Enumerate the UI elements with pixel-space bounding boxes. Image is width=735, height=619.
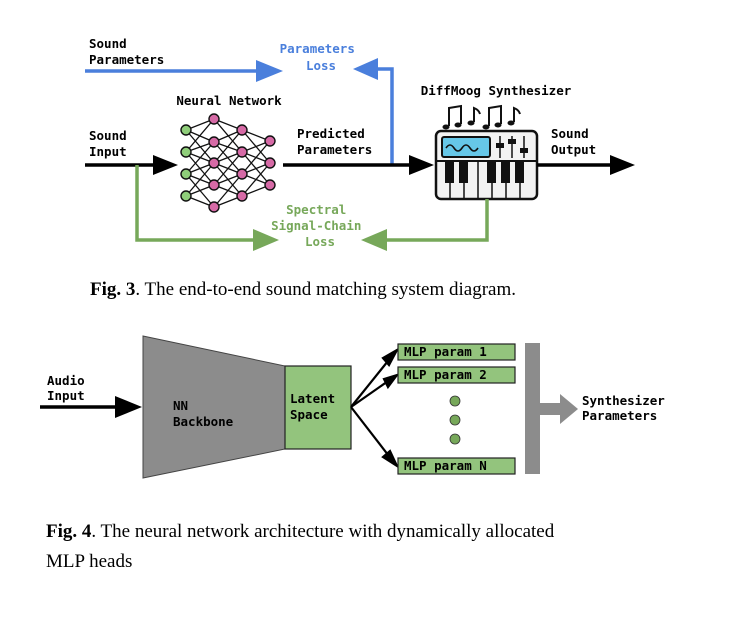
audio-input-label: Audio Input [47,373,92,403]
neural-network-icon [180,113,276,213]
predicted-parameters-label: Predicted Parameters [297,126,372,157]
spectral-loss-arrow-left [135,165,279,251]
fig3-diagram: Sound Parameters Parameters Loss Neural … [85,36,635,251]
fig3-caption: Fig. 3. The end-to-end sound matching sy… [90,279,516,300]
nn-node [208,136,220,148]
diffmoog-label: DiffMoog Synthesizer [421,83,572,98]
spectral-loss-label: Spectral Signal-Chain Loss [271,202,369,249]
nn-node [208,113,220,125]
sound-output-arrow [537,155,635,175]
nn-node [208,179,220,191]
mlp-head-2: MLP param 2 [397,366,516,384]
audio-input-arrow [40,396,142,418]
nn-node [236,124,248,136]
synthesizer-icon [434,129,539,201]
predicted-parameters-arrow [283,155,434,175]
nn-node [180,146,192,158]
nn-node [236,190,248,202]
neural-network-label: Neural Network [176,93,282,108]
nn-node [180,190,192,202]
predicted-to-loss-arrow [353,58,394,165]
keyboard-black-keys [445,161,524,183]
mlp-head-n: MLP param N [397,457,516,475]
latent-space-block [284,365,352,450]
fig4-diagram: Audio Input NN Backbone Latent Space [40,335,672,479]
nn-node [264,179,276,191]
latent-space-label: Latent Space [290,391,343,422]
fig4-caption-line-2: MLP heads [46,551,132,572]
sound-parameters-arrow [85,60,283,82]
nn-node [208,157,220,169]
synthesizer-parameters-label: Synthesizer Parameters [582,393,672,423]
branch-arrows [350,347,400,469]
sound-input-label: Sound Input [89,128,134,159]
sound-parameters-label: Sound Parameters [89,36,164,67]
mlp-head-label: MLP param N [404,458,487,473]
nn-node [236,146,248,158]
mlp-head-1: MLP param 1 [397,343,516,361]
concat-bar [525,343,540,474]
nn-backbone-label: NN Backbone [173,398,234,429]
fig4-caption-line-1: Fig. 4. The neural network architecture … [46,521,555,542]
nn-backbone-block [142,335,286,479]
parameters-loss-label: Parameters Loss [280,41,363,73]
synth-params-arrow [540,394,578,424]
sound-input-arrow [85,155,178,175]
nn-node [180,168,192,180]
nn-node [264,157,276,169]
nn-edges [185,118,271,208]
ellipsis-dot [449,414,461,426]
nn-node [264,135,276,147]
music-notes-icon [442,104,521,130]
spectral-loss-arrow-right [361,199,489,251]
nn-node [208,201,220,213]
mlp-head-label: MLP param 2 [404,367,487,382]
nn-node [180,124,192,136]
ellipsis-dot [449,433,461,445]
mlp-head-label: MLP param 1 [404,344,487,359]
ellipsis-dot [449,395,461,407]
sound-output-label: Sound Output [551,126,596,157]
nn-node [236,168,248,180]
